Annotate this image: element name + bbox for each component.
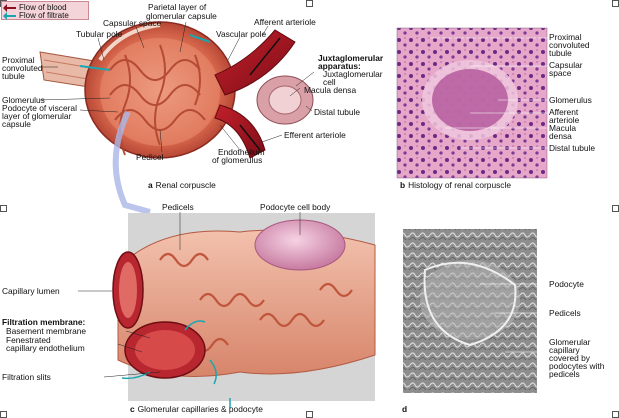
label-afferent-arteriole: Afferent arteriole [254,17,316,27]
label-podocyte-visceral-3: capsule [2,119,31,129]
label-d-pedicels: Pedicels [549,308,581,318]
label-vascular-pole: Vascular pole [216,29,267,39]
zoom-connector [112,110,151,215]
label-endothelium-2: of glomerulus [212,155,263,165]
label-b-proximal-3: tubule [549,48,572,58]
label-parietal-layer-2: glomerular capsule [146,11,217,21]
label-proximal-tubule-2: convoluted [2,63,43,73]
sem-micrograph [403,229,548,393]
label-capsular-space: Capsular space [103,18,162,28]
leader-lines-c [78,212,301,378]
label-tubular-pole: Tubular pole [76,29,123,39]
label-d-glomerular-capillary: Glomerular [549,337,591,347]
label-b-glomerulus: Glomerulus [549,95,592,105]
label-juxtaglomerular-cell-2: cell [323,77,336,87]
label-juxtaglomerular-cell: Juxtaglomerular [323,69,383,79]
label-proximal-tubule-3: tubule [2,71,25,81]
blood-flow-arrow-icon [3,3,16,12]
label-b-distal: Distal tubule [549,143,596,153]
label-c-podocyte-cell-body: Podocyte cell body [260,202,331,212]
label-d-glomerular-capillary-4: podocytes with [549,361,605,371]
label-b-proximal-2: convoluted [549,40,590,50]
label-d-glomerular-capillary-2: capillary [549,345,580,355]
label-c-basement-membrane: Basement membrane [6,326,87,336]
label-b-afferent: Afferent [549,107,579,117]
leader-lines-a [39,21,315,153]
renal-corpuscle-illustration [39,21,314,159]
label-d-glomerular-capillary-5: pedicels [549,369,580,379]
label-podocyte-visceral-2: layer of glomerular [2,111,72,121]
label-c-fenestrated: Fenestrated [6,335,51,345]
label-juxtaglomerular-apparatus: Juxtaglomerular [318,53,384,63]
label-b-macula: Macula [549,123,576,133]
label-endothelium: Endothelium [218,147,265,157]
caption-d: d [402,404,408,414]
histology-micrograph [396,27,548,179]
legend-blood: Flow of blood [3,3,67,12]
label-c-filtration-membrane: Filtration membrane: [2,317,86,327]
label-b-macula-2: densa [549,131,572,141]
label-c-pedicels: Pedicels [162,202,194,212]
label-c-filtration-slits: Filtration slits [2,372,51,382]
resize-handle-top-center[interactable] [306,0,313,7]
label-b-afferent-2: arteriole [549,115,580,125]
label-juxtaglomerular-apparatus-2: apparatus: [318,61,361,71]
label-b-proximal: Proximal [549,32,582,42]
label-pedicel: Pedicel [136,152,164,162]
resize-handle-middle-left[interactable] [0,205,7,212]
label-efferent-arteriole: Efferent arteriole [284,130,346,140]
capillary-podocyte-illustration [112,213,376,408]
label-macula-densa: Macula densa [304,85,357,95]
label-c-capillary-lumen: Capillary lumen [2,286,60,296]
label-parietal-layer: Parietal layer of [148,2,207,12]
label-b-capsular: Capsular [549,60,583,70]
legend-filtrate: Flow of filtrate [3,11,69,20]
label-proximal-tubule: Proximal [2,55,35,65]
label-d-podocyte: Podocyte [549,279,584,289]
label-b-capsular-2: space [549,68,572,78]
flow-legend: Flow of blood Flow of filtrate [1,1,89,20]
label-glomerulus: Glomerulus [2,95,45,105]
label-podocyte-visceral: Podocyte of visceral [2,103,77,113]
label-distal-tubule: Distal tubule [314,107,361,117]
label-d-glomerular-capillary-3: covered by [549,353,590,363]
filtrate-flow-arrow-icon [3,11,16,20]
label-c-fenestrated-2: capillary endothelium [6,343,85,353]
